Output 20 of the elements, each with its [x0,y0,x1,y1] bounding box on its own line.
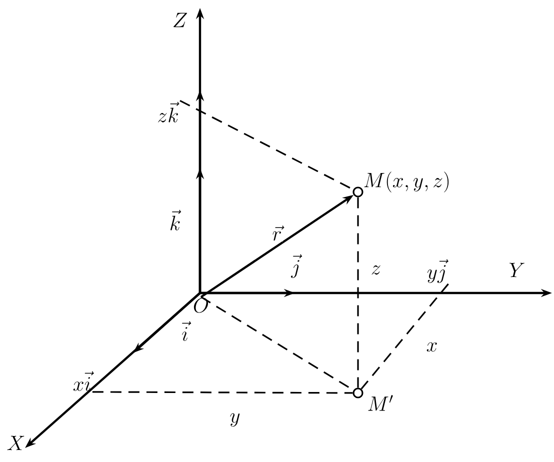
dashed-line [360,283,449,390]
axis-label: $\vec{k}$ [170,210,182,230]
axis-label: $X$ [7,436,24,450]
dashed-line [92,391,353,394]
axis-label: $Z$ [173,12,188,28]
edge-label: $y$ [228,412,242,428]
axis-label: $\vec{j}$ [290,254,302,278]
axis-label: $Y$ [510,262,524,278]
point-label: $x\vec{i}$ [73,371,94,391]
point-label: $z\vec{k}$ [158,102,180,122]
point-label: $M(x, y, z)$ [364,172,449,192]
dashed-line [357,197,359,388]
edge-label: $z$ [370,264,382,276]
point-label: $M'$ [368,395,393,411]
edge-label: $x$ [425,342,439,352]
point-marker [352,388,364,398]
edge-label: $\vec{r}$ [271,224,284,242]
axis-label: $\vec{i}$ [182,321,192,341]
point-label: $y\vec{j}$ [427,259,448,283]
point-marker [352,186,364,198]
